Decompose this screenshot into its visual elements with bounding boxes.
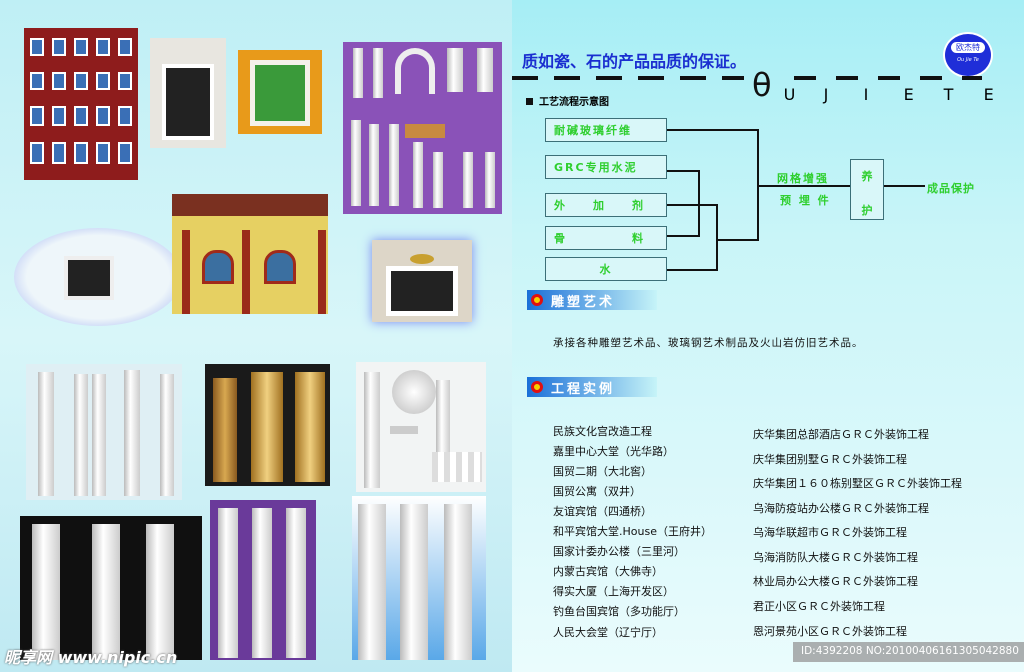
photo-purple-columns <box>210 500 316 660</box>
photo-golden-columns <box>205 364 330 486</box>
project-item: 内蒙古宾馆（大佛寺） <box>553 565 663 578</box>
project-item: 钓鱼台国宾馆（多功能厅） <box>553 605 685 618</box>
process-input-box: 水 <box>545 257 667 281</box>
process-input-box: 耐碱玻璃纤维 <box>545 118 667 142</box>
slogan: 质如瓷、石的产品品质的保证。 <box>522 52 747 71</box>
brand-letter: θ <box>752 66 772 104</box>
brand-letter: U <box>783 85 796 104</box>
project-item: 民族文化宫改造工程 <box>553 425 652 438</box>
projects-heading: 工程实例 <box>527 377 657 397</box>
project-item: 庆华集团总部酒店ＧＲＣ外装饰工程 <box>753 428 929 441</box>
project-item: 国贸二期（大北窖） <box>553 465 652 478</box>
mid-label-mesh: 网格增强 <box>777 172 829 185</box>
brand-letter: T <box>943 85 954 104</box>
project-item: 乌海防疫站办公楼ＧＲＣ外装饰工程 <box>753 502 929 515</box>
brand-logo: 欧杰特 Ou Jie Te <box>943 32 993 78</box>
brand-letter: E <box>983 85 994 104</box>
brand-letters: θ U J I E T E <box>752 66 994 104</box>
photo-red-facade-windows <box>24 28 138 180</box>
cure-char: 护 <box>861 204 873 217</box>
project-item: 友谊宾馆（四通桥） <box>553 505 652 518</box>
cure-char: 养 <box>861 170 873 183</box>
project-item: 乌海消防队大楼ＧＲＣ外装饰工程 <box>753 551 918 564</box>
photo-window-oval <box>14 228 182 326</box>
bullet-icon <box>531 381 543 393</box>
brand-letter: I <box>863 85 869 104</box>
process-input-box: 骨 料 <box>545 226 667 250</box>
photo-ornate-window <box>372 240 472 322</box>
project-item: 庆华集团１６０栋别墅区ＧＲＣ外装饰工程 <box>753 477 962 490</box>
process-title-text: 工艺流程示意图 <box>539 97 609 108</box>
sculpture-title: 雕塑艺术 <box>551 294 616 310</box>
project-item: 乌海华联超市ＧＲＣ外装饰工程 <box>753 526 907 539</box>
logo-text: 欧杰特 <box>951 42 985 53</box>
bullet-icon <box>531 294 543 306</box>
project-item: 君正小区ＧＲＣ外装饰工程 <box>753 600 885 613</box>
photo-blue-columns <box>352 496 486 660</box>
mid-label-embed: 预 埋 件 <box>780 194 831 207</box>
project-item: 嘉里中心大堂（光华路） <box>553 445 674 458</box>
project-item: 得实大厦（上海开发区） <box>553 585 674 598</box>
cure-box: 养 护 <box>850 159 884 220</box>
process-title: 工艺流程示意图 <box>526 93 609 108</box>
project-item: 庆华集团别墅ＧＲＣ外装饰工程 <box>753 453 907 466</box>
logo-sub: Ou Jie Te <box>957 57 979 63</box>
photo-yellow-building <box>172 194 328 314</box>
project-item: 恩河景苑小区ＧＲＣ外装饰工程 <box>753 625 907 638</box>
process-input-box: GRC专用水泥 <box>545 155 667 179</box>
brand-letter: J <box>823 85 829 104</box>
project-item: 林业局办公大楼ＧＲＣ外装饰工程 <box>753 575 918 588</box>
project-item: 国家计委办公楼（三里河） <box>553 545 685 558</box>
photo-black-columns <box>20 516 202 660</box>
watermark-id: ID:4392208 NO:20100406161305042880 <box>793 642 1024 662</box>
sculpture-text: 承接各种雕塑艺术品、玻璃钢艺术制品及火山岩仿旧艺术品。 <box>553 337 864 349</box>
info-page <box>512 0 1024 672</box>
photo-purple-components <box>343 42 502 214</box>
photo-green-window <box>238 50 322 134</box>
process-input-box: 外 加 剂 <box>545 193 667 217</box>
brand-letter: E <box>903 85 914 104</box>
dashed-divider <box>512 76 982 80</box>
photo-white-columns <box>26 364 182 500</box>
projects-title: 工程实例 <box>551 381 616 397</box>
watermark-site: 昵享网 www.nipic.cn <box>4 648 178 667</box>
project-item: 和平宾馆大堂.House（王府井） <box>553 525 712 538</box>
photo-collage-page: 昵享网 www.nipic.cn <box>0 0 512 672</box>
sculpture-heading: 雕塑艺术 <box>527 290 657 310</box>
project-item: 国贸公寓（双井） <box>553 485 641 498</box>
photo-white-window-frame <box>150 38 226 148</box>
photo-ornaments <box>356 362 486 492</box>
process-output: 成品保护 <box>927 182 975 195</box>
project-item: 人民大会堂（辽宁厅） <box>553 626 663 639</box>
